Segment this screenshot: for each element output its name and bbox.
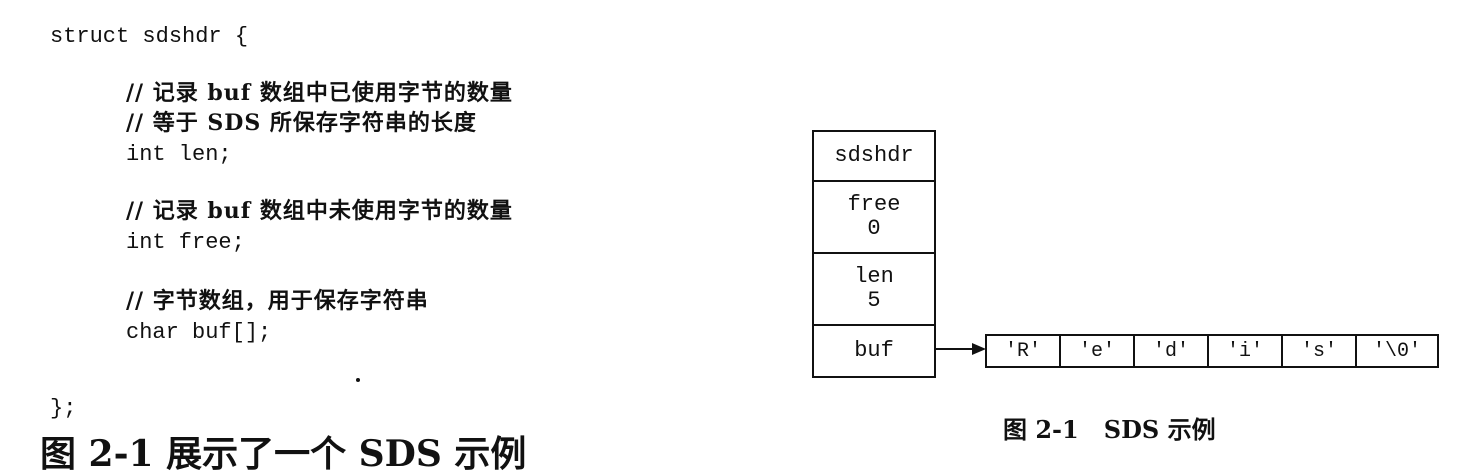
code-comment-free: // 记录 buf 数组中未使用字节的数量 [126, 198, 513, 224]
field-buf-name: buf [854, 338, 894, 363]
buf-cell: 's' [1283, 336, 1357, 366]
stray-dot [356, 378, 360, 382]
buf-pointer-arrow-icon [934, 343, 986, 355]
buf-cell: '\0' [1372, 339, 1421, 363]
buf-cell: 'R' [987, 336, 1061, 366]
code-comment-len-2: // 等于 SDS 所保存字符串的长度 [126, 110, 477, 136]
code-line-struct-close: }; [50, 396, 77, 421]
field-free-name: free [847, 192, 901, 217]
struct-name: sdshdr [834, 143, 914, 168]
cut-off-heading: 图 2-1 展示了一个 SDS 示例 [40, 433, 527, 475]
code-comment-buf: // 字节数组，用于保存字符串 [126, 288, 429, 314]
field-free-cell: free 0 [814, 182, 934, 254]
buf-cell: 'd' [1135, 336, 1209, 366]
field-free-value: 0 [867, 216, 881, 241]
code-line-struct-open: struct sdshdr { [50, 24, 249, 49]
field-len-name: len [854, 264, 894, 289]
figure-caption: 图 2-1 SDS 示例 [1003, 415, 1216, 444]
struct-name-cell: sdshdr [814, 132, 934, 182]
buf-cell: 'e' [1061, 336, 1135, 366]
sdshdr-struct-diagram: sdshdr free 0 len 5 buf [812, 130, 936, 378]
buf-cell: 'i' [1209, 336, 1283, 366]
code-comment-len-1: // 记录 buf 数组中已使用字节的数量 [126, 80, 513, 106]
code-line-char-buf: char buf[]; [126, 320, 272, 345]
code-line-int-free: int free; [126, 230, 245, 255]
buf-char-array: 'R' 'e' 'd' 'i' 's' '\0' [985, 334, 1439, 368]
field-buf-cell: buf [814, 326, 934, 376]
field-len-cell: len 5 [814, 254, 934, 326]
code-line-int-len: int len; [126, 142, 232, 167]
field-len-value: 5 [867, 288, 881, 313]
